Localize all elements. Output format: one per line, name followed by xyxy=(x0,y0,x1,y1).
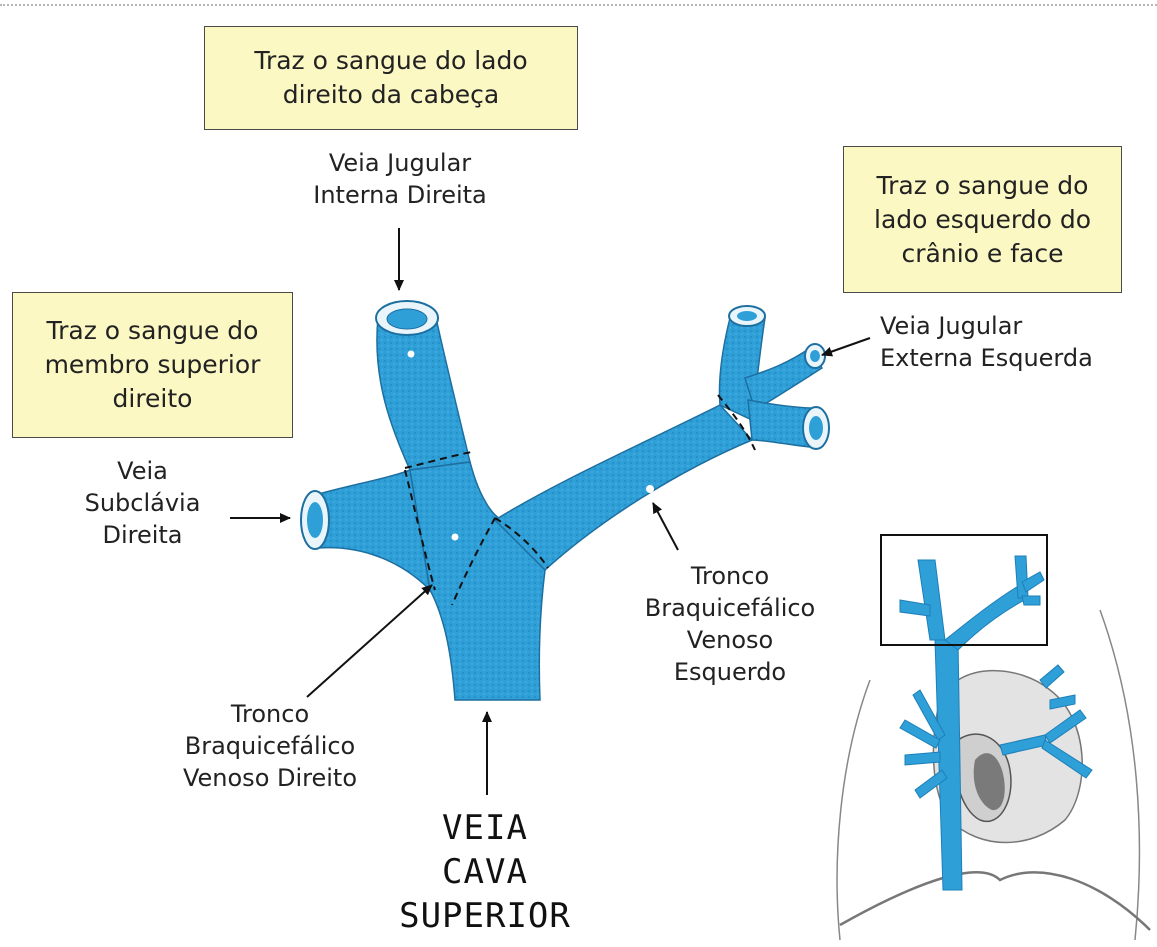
label-tronco-braquicefalico-direito: Tronco Braquicefálico Venoso Direito xyxy=(182,700,358,792)
left-external-jugular-vein xyxy=(744,346,824,412)
thorax-inset xyxy=(836,534,1151,941)
label-jugular-externa-esquerda: Veia Jugular Externa Esquerda xyxy=(880,312,1093,372)
right-internal-jugular-vein xyxy=(376,317,471,471)
arrow-tronco-esquerdo xyxy=(652,502,679,551)
note-box-right-arm: Traz o sangue do membro superior direito xyxy=(12,292,293,438)
note-box-right-head: Traz o sangue do lado direito da cabeça xyxy=(204,26,578,130)
pointer-arrows xyxy=(230,228,871,795)
top-dotted-border xyxy=(0,4,1157,6)
label-subclavia-direita: Veia Subclávia Direita xyxy=(84,457,201,549)
left-brachiocephalic-trunk xyxy=(493,404,754,572)
arrow-jugular-externa xyxy=(821,337,871,357)
label-jugular-interna-direita: Veia Jugular Interna Direita xyxy=(313,149,487,209)
inset-highlight-frame xyxy=(880,534,1048,646)
title-veia-cava-superior: VEIA CAVA SUPERIOR xyxy=(399,808,571,936)
right-brachiocephalic-trunk xyxy=(409,461,546,701)
note-box-left-skull: Traz o sangue do lado esquerdo do crânio… xyxy=(843,146,1122,293)
arrow-tronco-direito xyxy=(306,584,433,698)
label-tronco-braquicefalico-esquerdo: Tronco Braquicefálico Venoso Esquerdo xyxy=(644,562,816,686)
superior-vena-cava-illustration xyxy=(300,300,830,701)
